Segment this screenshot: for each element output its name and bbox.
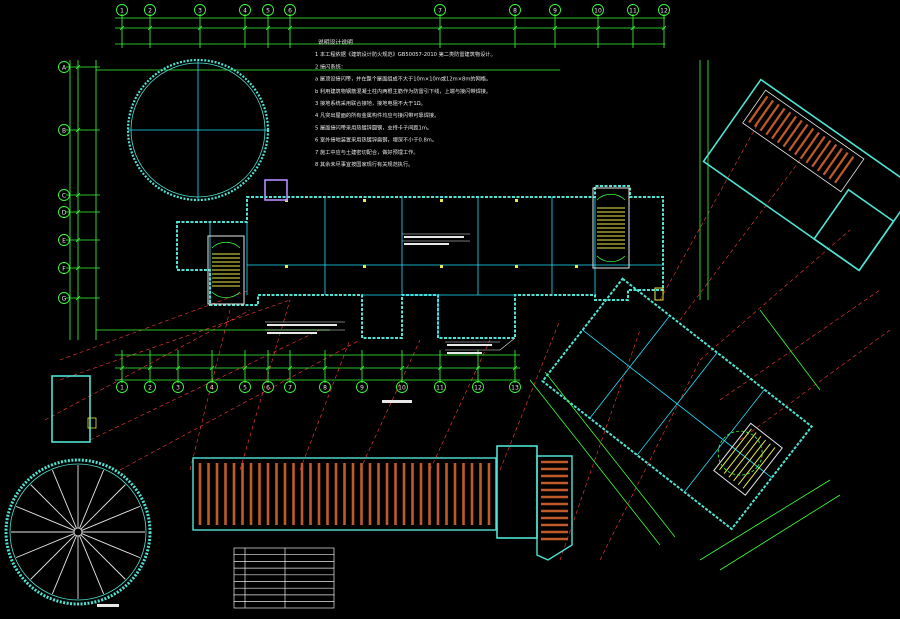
axis-label: E (62, 237, 66, 244)
axis-bubble: 2 (144, 381, 156, 393)
projection-lines (44, 119, 891, 561)
annotation-text-placeholders (97, 236, 492, 607)
plan-annotations (265, 233, 516, 351)
main-building-plan (176, 179, 664, 339)
axis-label: C (62, 192, 66, 199)
axis-bubble: 3 (194, 4, 206, 16)
circular-plaza (126, 58, 270, 202)
top-dimension-ticks (119, 14, 667, 48)
axis-bubble: 6 (284, 4, 296, 16)
axis-label: 7 (288, 384, 292, 391)
axis-bubble: 7 (434, 4, 446, 16)
note-line: 3 接地系统采用联合接地，接地电阻不大于1Ω。 (315, 99, 426, 107)
axis-label: 2 (148, 384, 152, 391)
axis-bubble: 4 (206, 381, 218, 393)
design-notes: 说明设计说明 1 本工程依据《建筑设计防火规范》GB50057-2010 第二类防… (315, 38, 496, 168)
axis-bubble: 13 (509, 381, 521, 393)
axis-label: 10 (594, 7, 602, 14)
left-stair (207, 235, 245, 305)
axis-bubble: 10 (396, 381, 408, 393)
axis-bubble: 5 (262, 4, 274, 16)
legend-table (233, 547, 335, 609)
axis-bubble: 12 (658, 4, 670, 16)
axis-bubble: E (58, 234, 70, 246)
note-line: 1 本工程依据《建筑设计防火规范》GB50057-2010 第二类防雷建筑物设计… (315, 50, 496, 58)
axis-label: D (62, 209, 67, 216)
axis-label: G (62, 295, 67, 302)
axis-bubble: 11 (627, 4, 639, 16)
diagonal-wing-plan (541, 277, 814, 531)
axis-bubble: 8 (509, 4, 521, 16)
axis-bubble: 12 (472, 381, 484, 393)
axis-bubble: 8 (319, 381, 331, 393)
axis-label: 10 (398, 384, 406, 391)
axis-bubble: C (58, 189, 70, 201)
note-line: 8 其余未尽事宜按国家现行有关规范执行。 (315, 160, 413, 168)
axis-label: 5 (243, 384, 247, 391)
axis-bubble: 4 (239, 4, 251, 16)
note-line: 说明设计说明 (318, 38, 353, 46)
axis-label: 6 (266, 384, 270, 391)
bottom-roof-hatched (192, 445, 573, 561)
axis-bubble: 3 (172, 381, 184, 393)
dimension-lines (69, 17, 709, 381)
axis-bubble: 2 (144, 4, 156, 16)
axis-bubble: 5 (239, 381, 251, 393)
note-line: 7 施工中应与土建密切配合，做好预埋工作。 (315, 148, 419, 156)
note-line: 6 室外接地装置采用热镀锌扁钢，埋深不小于0.8m。 (315, 136, 437, 144)
axis-label: A (62, 64, 67, 71)
axis-label: 11 (436, 384, 444, 391)
axis-bubble: 1 (116, 381, 128, 393)
axis-bubble: 1 (116, 4, 128, 16)
note-line: 4 凡突出屋面的所有金属构件均应与接闪带可靠焊接。 (315, 111, 439, 119)
left-dimension-ticks (66, 64, 100, 301)
axis-label: 8 (513, 7, 517, 14)
round-pavilion-plan (4, 458, 152, 606)
axis-label: 1 (120, 7, 124, 14)
axis-bubble: 7 (284, 381, 296, 393)
bottom-dimension-ticks (119, 350, 518, 383)
axis-label: 11 (629, 7, 637, 14)
axis-label: F (62, 265, 66, 272)
diagonal-wing-dimensions (529, 309, 841, 571)
left-axis-bubbles: A B C D E F G (58, 61, 70, 304)
axis-label: 6 (288, 7, 292, 14)
axis-label: 4 (243, 7, 247, 14)
axis-label: 3 (198, 7, 202, 14)
axis-label: 12 (660, 7, 668, 14)
axis-label: 9 (553, 7, 557, 14)
axis-label: 2 (148, 7, 152, 14)
axis-bubble: 9 (356, 381, 368, 393)
top-right-roof-hatched (702, 78, 900, 272)
axis-label: 9 (360, 384, 364, 391)
note-line: 5 屋面接闪带采用热镀锌圆钢，支持卡子间距1m。 (315, 123, 432, 131)
axis-bubble: G (58, 292, 70, 304)
axis-label: B (62, 127, 66, 134)
small-annex-plan (51, 375, 97, 443)
axis-bubble: 10 (592, 4, 604, 16)
axis-label: 1 (120, 384, 124, 391)
note-line: 2 接闪系统： (315, 62, 346, 70)
right-stair (592, 187, 630, 269)
axis-bubble: F (58, 262, 70, 274)
axis-label: 5 (266, 7, 270, 14)
axis-bubble: D (58, 206, 70, 218)
axis-label: 12 (474, 384, 482, 391)
axis-bubble: 9 (549, 4, 561, 16)
note-line: a 屋顶设接闪带，并在整个屋面组成不大于10m×10m或12m×8m的网格。 (315, 75, 491, 83)
axis-bubble: A (58, 61, 70, 73)
note-line: b 利用建筑物钢筋混凝土柱内两根主筋作为防雷引下线，上端与接闪带焊接。 (315, 87, 491, 95)
axis-bubble: B (58, 124, 70, 136)
axis-label: 13 (511, 384, 519, 391)
axis-bubble: 11 (434, 381, 446, 393)
axis-label: 4 (210, 384, 214, 391)
axis-label: 8 (323, 384, 327, 391)
axis-bubble: 6 (262, 381, 274, 393)
axis-label: 3 (176, 384, 180, 391)
axis-label: 7 (438, 7, 442, 14)
